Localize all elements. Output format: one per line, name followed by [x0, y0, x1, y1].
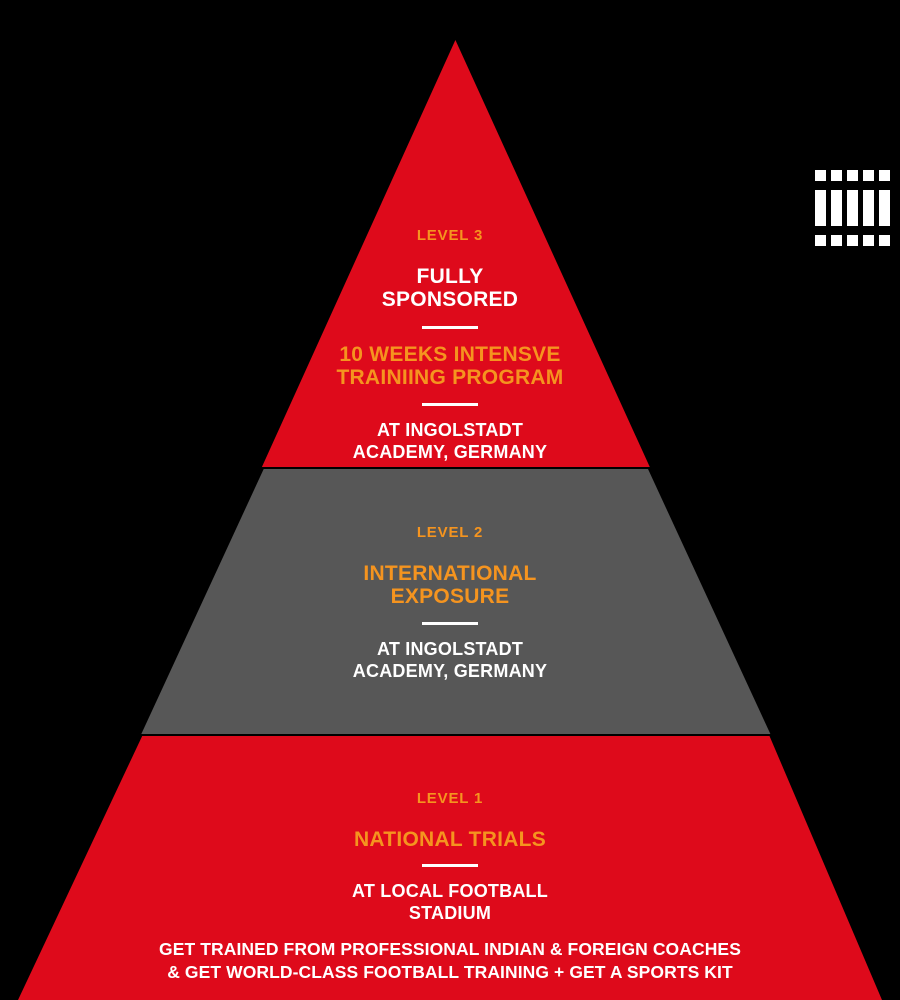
level-3-tag: LEVEL 3: [416, 227, 484, 244]
level-1-footnote-line2: & GET WORLD-CLASS FOOTBALL TRAINING + GE…: [167, 962, 733, 983]
barcode-dot-top: [847, 170, 858, 181]
level-1-footnote-line1: GET TRAINED FROM PROFESSIONAL INDIAN & F…: [159, 939, 741, 960]
level-3-divider-bottom: [422, 402, 478, 406]
barcode-column: [847, 170, 858, 246]
barcode-column: [815, 170, 826, 246]
level-2-location-line2: ACADEMY, GERMANY: [352, 660, 548, 681]
level-1-headline: NATIONAL TRIALS: [354, 827, 546, 851]
level-1-tag: LEVEL 1: [416, 790, 484, 807]
level-2-tag: LEVEL 2: [416, 524, 484, 541]
level-1-location-line1: AT LOCAL FOOTBALL: [352, 881, 548, 902]
level-2-location-line1: AT INGOLSTADT: [376, 638, 524, 659]
barcode-column: [831, 170, 842, 246]
barcode-dot-top: [815, 170, 826, 181]
level-2-headline-line1: INTERNATIONAL: [363, 561, 537, 585]
barcode-column: [863, 170, 874, 246]
level-3-headline-line2: SPONSORED: [381, 288, 519, 312]
level-3-band: [0, 40, 900, 467]
level-3-location-line2: ACADEMY, GERMANY: [352, 441, 548, 462]
barcode-dot-top: [863, 170, 874, 181]
barcode-bar: [847, 190, 858, 226]
level-3-location-line1: AT INGOLSTADT: [376, 419, 524, 440]
barcode-bar: [815, 190, 826, 226]
level-1-band: [0, 736, 900, 1000]
barcode-dot-top: [879, 170, 890, 181]
barcode-dot-bottom: [863, 235, 874, 246]
level-3-content: LEVEL 3 FULLY SPONSORED 10 WEEKS INTENSV…: [0, 227, 900, 463]
barcode-bar: [863, 190, 874, 226]
barcode-dot-bottom: [815, 235, 826, 246]
level-3-program-line1: 10 WEEKS INTENSVE: [339, 342, 561, 366]
level-3-program-line2: TRAINIING PROGRAM: [336, 366, 564, 390]
level-2-band: [0, 469, 900, 734]
barcode-glyph-icon: [815, 170, 890, 246]
barcode-dot-bottom: [879, 235, 890, 246]
level-2-content: LEVEL 2 INTERNATIONAL EXPOSURE AT INGOLS…: [0, 524, 900, 682]
level-3-divider-top: [422, 325, 478, 329]
level-3-headline-line1: FULLY: [416, 264, 484, 288]
level-2-divider: [422, 621, 478, 625]
level-2-headline-line2: EXPOSURE: [390, 585, 510, 609]
level-1-location-line2: STADIUM: [408, 903, 492, 924]
barcode-bar: [831, 190, 842, 226]
level-1-divider: [422, 864, 478, 868]
barcode-dot-top: [831, 170, 842, 181]
barcode-dot-bottom: [831, 235, 842, 246]
barcode-column: [879, 170, 890, 246]
barcode-dot-bottom: [847, 235, 858, 246]
barcode-bar: [879, 190, 890, 226]
level-1-content: LEVEL 1 NATIONAL TRIALS AT LOCAL FOOTBAL…: [0, 790, 900, 984]
level-1-trapezoid: [18, 736, 882, 1000]
level-2-trapezoid: [141, 469, 771, 734]
